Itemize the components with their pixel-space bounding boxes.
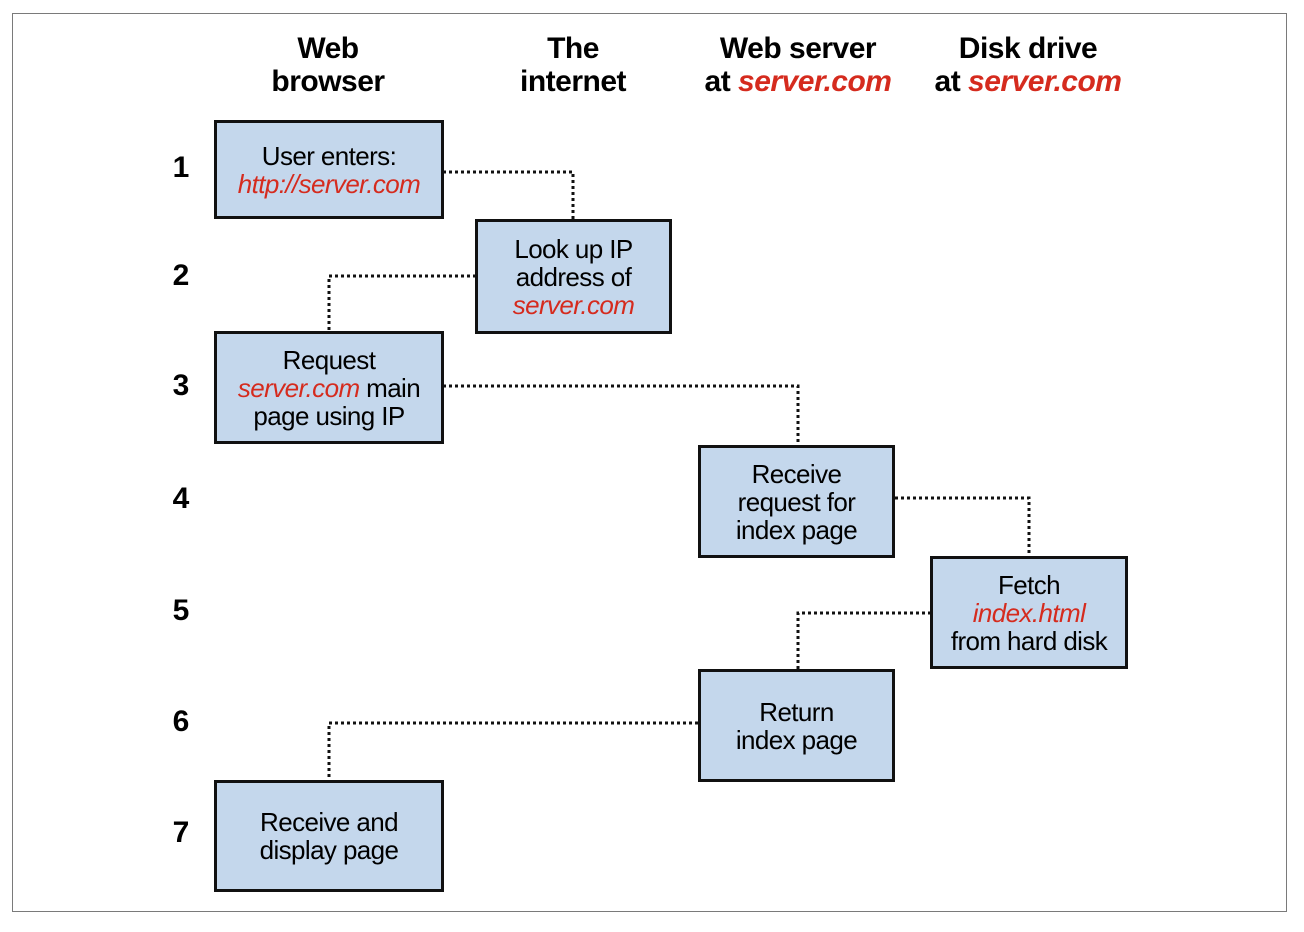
row-number-2: 2 (172, 259, 190, 292)
step-line: Receive (751, 458, 842, 489)
step-line: request for (737, 486, 856, 517)
connector-6-7 (327, 721, 698, 781)
row-number-1: 1 (172, 151, 190, 184)
step-line: Receive and (260, 807, 399, 837)
step-line: index page (735, 724, 858, 755)
column-header-web-server: Web server at server.com (687, 32, 909, 98)
domain-text: server.com (237, 372, 360, 403)
step-line: server.com main (237, 372, 421, 403)
column-header-disk-drive: Disk drive at server.com (917, 32, 1139, 98)
url-text: http://server.com (237, 168, 421, 199)
column-header-line: Web (297, 32, 359, 65)
step-line: Look up IP (514, 233, 633, 264)
step-line: page using IP (253, 400, 405, 431)
column-header-line: Disk drive (958, 32, 1098, 65)
step-line: index.html (973, 599, 1086, 627)
step-line: server.com (513, 291, 635, 319)
step-box-display-page: Receive and display page (214, 780, 444, 892)
server-domain-label: server.com (968, 65, 1122, 98)
column-header-web-browser: Web browser (228, 32, 428, 98)
step-line: http://server.com (237, 168, 421, 199)
step-box-lookup-ip: Look up IP address of server.com (475, 219, 672, 334)
column-header-line: The (547, 32, 599, 65)
step-box-request-page: Request server.com main page using IP (214, 331, 444, 444)
step-box-user-enters-url: User enters: http://server.com (214, 120, 444, 219)
connector-3-4 (443, 384, 800, 446)
server-domain-label: server.com (738, 65, 892, 98)
connector-5-6 (796, 611, 931, 670)
row-number-6: 6 (172, 705, 190, 738)
filename-text: index.html (972, 597, 1086, 628)
step-line: Fetch (997, 569, 1061, 600)
row-number-5: 5 (172, 594, 190, 627)
row-number-4: 4 (172, 482, 190, 515)
step-line: index page (735, 514, 858, 545)
step-line: from hard disk (950, 625, 1108, 656)
column-header-line: at server.com (704, 65, 892, 98)
domain-text: server.com (512, 289, 635, 320)
column-header-internet: The internet (473, 32, 673, 98)
connector-2-3 (327, 274, 476, 332)
column-header-line: browser (271, 65, 385, 98)
step-box-receive-request: Receive request for index page (698, 445, 895, 558)
step-box-fetch-file: Fetch index.html from hard disk (930, 556, 1128, 669)
connector-1-2 (443, 170, 575, 219)
column-header-line: internet (519, 65, 627, 98)
step-line: Return (759, 696, 834, 727)
connector-4-5 (895, 496, 1031, 557)
step-box-return-page: Return index page (698, 669, 895, 782)
step-line: Request (282, 344, 376, 375)
step-line: address of (515, 261, 632, 292)
step-line: User enters: (261, 140, 397, 171)
row-number-3: 3 (172, 369, 190, 402)
column-header-line: Web server (719, 32, 877, 65)
column-header-line: at server.com (934, 65, 1122, 98)
figure-frame (12, 13, 1287, 912)
row-number-7: 7 (172, 816, 190, 849)
step-line: display page (259, 835, 399, 865)
